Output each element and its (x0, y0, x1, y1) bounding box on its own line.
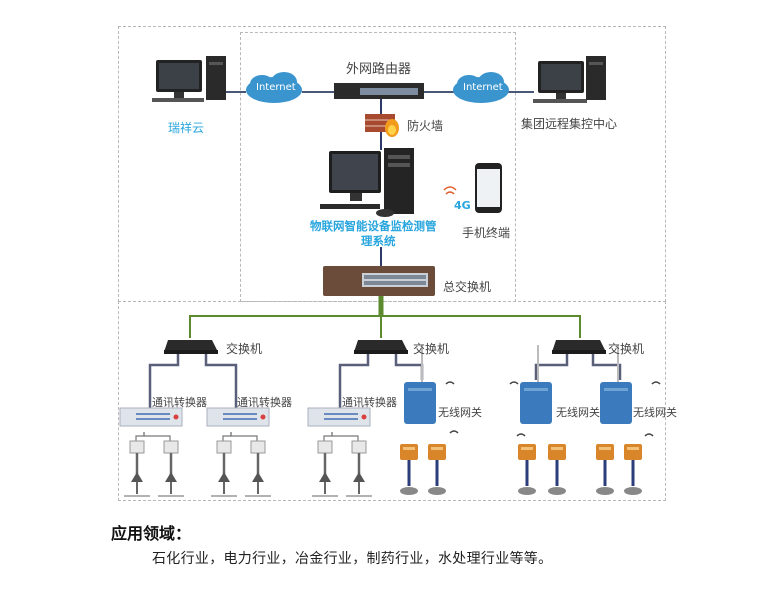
converter-icon-2 (206, 407, 270, 427)
converter-label-1: 通讯转换器 (152, 396, 207, 409)
bottom-region (118, 301, 666, 501)
switch-label-3: 交换机 (608, 342, 645, 356)
firewall-icon (365, 114, 399, 137)
left-pc-icon (152, 56, 226, 102)
system-label-line2: 理系统 (361, 234, 396, 248)
cloud-right-label: Internet (463, 82, 503, 93)
wireless-gateway-icon-3 (600, 345, 632, 424)
wired-sensor-icon (143, 432, 184, 497)
mobile-label: 手机终端 (462, 226, 511, 240)
internet-cloud-left (246, 72, 302, 103)
gateway-label-2: 无线网关 (556, 406, 600, 419)
wired-sensor-icon (230, 432, 271, 497)
wireless-sensor-icon (400, 444, 418, 495)
wired-sensor-icon (312, 432, 338, 497)
wireless-sensor-icon (548, 444, 566, 495)
wifi-signal-icon (445, 381, 455, 385)
left-pc-label: 瑞祥云 (168, 121, 205, 135)
router-label: 外网路由器 (346, 62, 412, 77)
wifi-signal-icon (651, 381, 661, 385)
core-switch-icon (323, 266, 435, 296)
wireless-gateway-icon-2 (520, 345, 552, 424)
wifi-signal-icon (516, 433, 526, 437)
right-pc-icon (533, 56, 606, 103)
switch-label-2: 交换机 (413, 342, 450, 356)
converter-label-3: 通讯转换器 (342, 396, 397, 409)
system-label-line1: 物联网智能设备监检测管 (310, 219, 437, 233)
converter-label-2: 通讯转换器 (237, 396, 292, 409)
firewall-label: 防火墙 (407, 119, 444, 133)
core-switch-label: 总交换机 (443, 280, 492, 294)
wifi-signal-icon (509, 381, 519, 385)
wired-sensor-icon (124, 432, 150, 497)
converter-icon-3 (307, 407, 371, 427)
switch-icon-1 (164, 340, 218, 354)
wireless-sensor-icon (518, 444, 536, 495)
wifi-signal-icon (644, 433, 654, 437)
converter-icon-1 (119, 407, 183, 427)
wired-sensor-icon (211, 432, 237, 497)
gateway-label-3: 无线网关 (633, 406, 677, 419)
wireless-sensor-icon (596, 444, 614, 495)
trunk-lines (189, 296, 581, 338)
wireless-sensor-icon (428, 444, 446, 495)
monitoring-workstation-icon (320, 148, 414, 217)
switch-cables (148, 354, 622, 408)
mobile-signal-label: 4G (454, 199, 471, 212)
signal-icon (445, 191, 455, 195)
wired-sensor-icon (331, 432, 372, 497)
wifi-signal-icon (449, 430, 459, 434)
switch-icon-3 (552, 340, 606, 354)
gateway-label-1: 无线网关 (438, 406, 482, 419)
mobile-phone-icon (475, 163, 502, 213)
wireless-gateway-icon-1 (404, 345, 436, 424)
switch-label-1: 交换机 (226, 342, 263, 356)
wireless-sensor-icon (624, 444, 642, 495)
router-icon (334, 83, 424, 99)
internet-cloud-right (453, 72, 509, 103)
application-heading: 应用领域： (111, 524, 192, 543)
application-text: 石化行业，电力行业，冶金行业，制药行业，水处理行业等等。 (152, 551, 553, 567)
switch-icon-2 (354, 340, 408, 354)
cloud-left-label: Internet (256, 82, 296, 93)
right-pc-label: 集团远程集控中心 (521, 117, 618, 131)
